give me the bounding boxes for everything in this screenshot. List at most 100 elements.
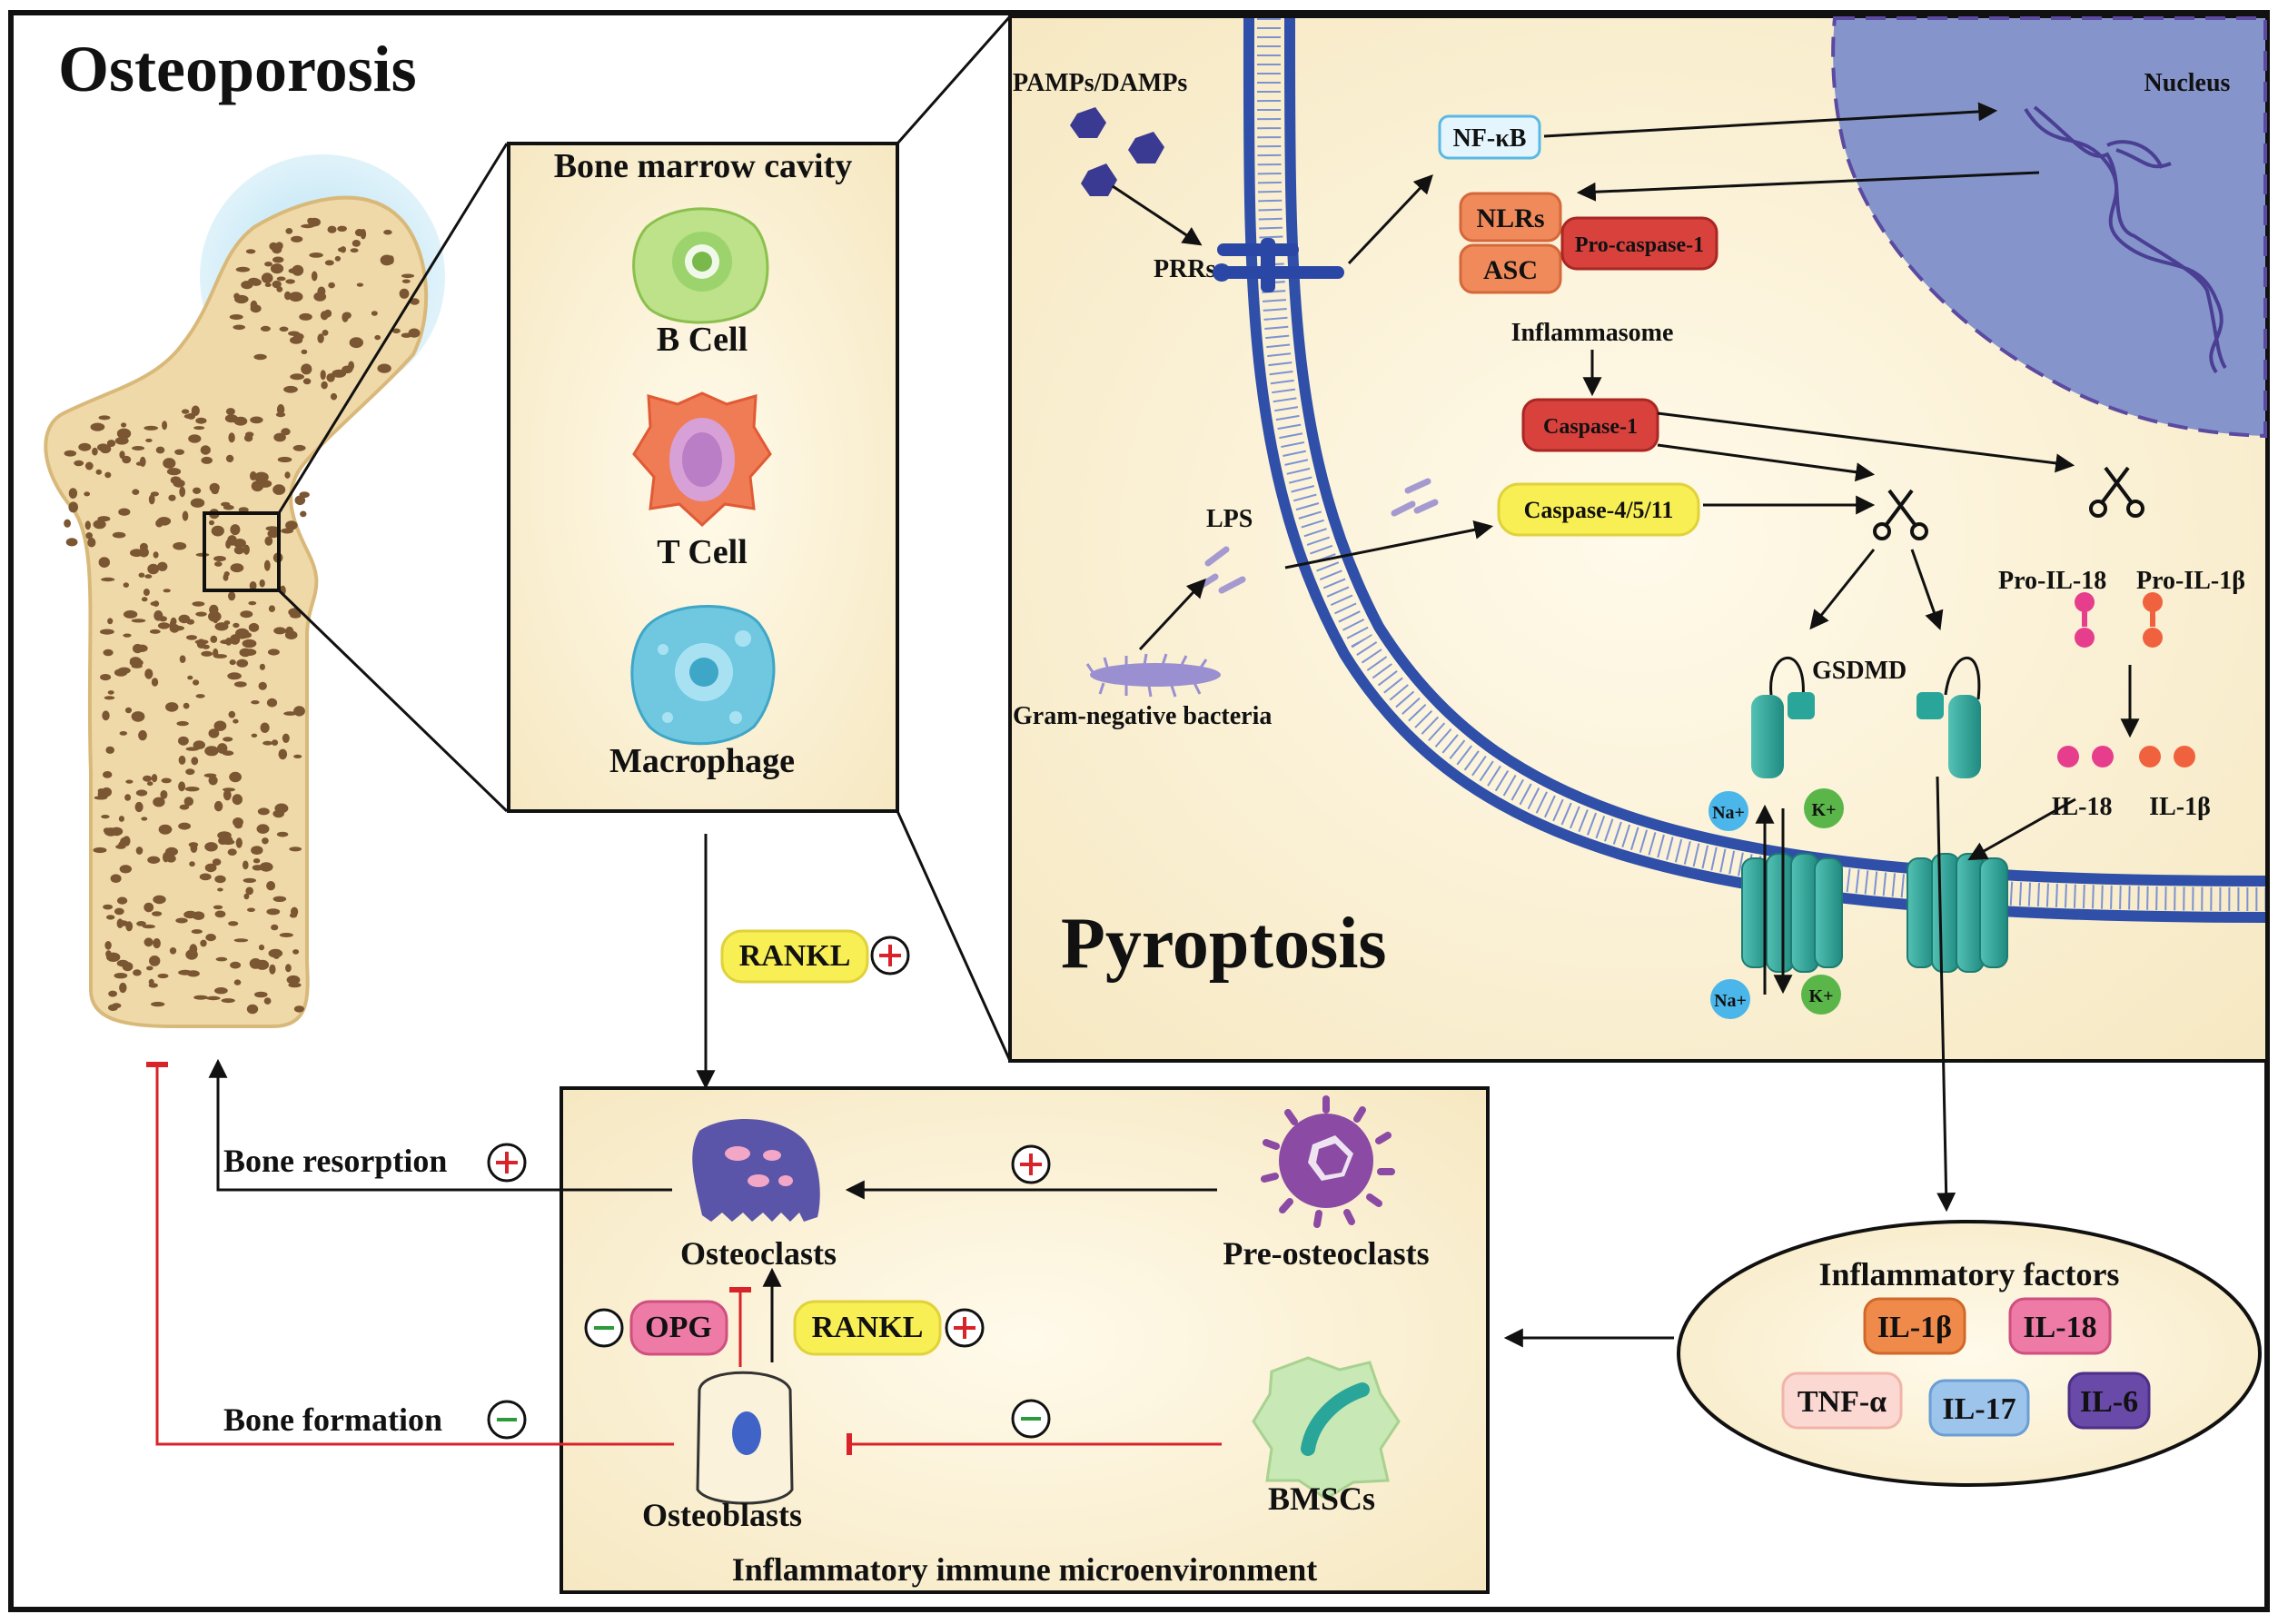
bone-trabecula-spot (188, 434, 202, 443)
bone-trabecula-spot (272, 256, 284, 263)
bone-trabecula-spot (225, 408, 235, 416)
bone-trabecula-spot (285, 626, 294, 638)
macrophage-label: Macrophage (609, 742, 795, 780)
bone-trabecula-spot (139, 456, 146, 467)
bone-trabecula-spot (238, 507, 249, 513)
b-cell-label: B Cell (657, 321, 748, 359)
bone-trabecula-spot (340, 246, 346, 253)
bone-trabecula-spot (138, 547, 149, 558)
bone-trabecula-spot (356, 282, 364, 287)
bone-trabecula-spot (264, 536, 273, 546)
bone-trabecula-spot (101, 577, 115, 582)
bone-trabecula-spot (233, 622, 240, 629)
bone-trabecula-spot (166, 468, 182, 476)
bone-trabecula-spot (93, 847, 107, 854)
k-ion-label-top: K+ (1812, 800, 1837, 820)
bone-trabecula-spot (101, 815, 110, 819)
t-cell-label: T Cell (657, 533, 748, 571)
bone-trabecula-spot (352, 240, 361, 247)
plus-icon-pre-osteoclast (1011, 1144, 1051, 1184)
bone-trabecula-spot (157, 561, 168, 571)
bone-trabecula-spot (178, 736, 189, 746)
bone-trabecula-spot (188, 842, 199, 847)
bone-trabecula-spot (284, 291, 292, 301)
bone-trabecula-spot (234, 822, 243, 829)
bone-trabecula-spot (163, 589, 171, 593)
bone-trabecula-spot (125, 779, 134, 784)
bone-trabecula-spot (410, 298, 420, 305)
pre-osteoclasts-label: Pre-osteoclasts (1223, 1235, 1429, 1272)
bone-trabecula-spot (64, 450, 77, 457)
bone-trabecula-spot (292, 444, 306, 451)
bone-trabecula-spot (284, 471, 291, 479)
bone-trabecula-spot (107, 618, 114, 625)
bone-trabecula-spot (250, 416, 263, 424)
bone-trabecula-spot (241, 281, 253, 290)
pro-il1b-label: Pro-IL-1β (2136, 567, 2245, 595)
bone-trabecula-spot (184, 787, 200, 792)
osteoblast-icon (696, 1371, 794, 1505)
opg-label: OPG (645, 1311, 712, 1344)
bone-trabecula-spot (292, 949, 300, 955)
bone-trabecula-spot (223, 789, 232, 801)
bone-trabecula-spot (103, 904, 114, 910)
bone-trabecula-spot (223, 620, 231, 625)
bone-trabecula-spot (189, 861, 195, 867)
gsdmd-pore-icon (1741, 853, 1843, 973)
bone-trabecula-spot (260, 325, 271, 332)
bone-trabecula-spot (208, 776, 218, 786)
bone-trabecula-spot (235, 628, 250, 639)
bmscs-label: BMSCs (1268, 1480, 1375, 1517)
bone-trabecula-spot (158, 824, 173, 835)
bone-trabecula-spot (263, 997, 272, 1005)
bone-trabecula-spot (100, 674, 112, 681)
bone-trabecula-spot (178, 781, 186, 792)
rankl-inner-label: RANKL (812, 1311, 924, 1344)
nfkb-label: NF-κB (1453, 124, 1527, 153)
bone-trabecula-spot (142, 924, 155, 929)
bone-trabecula-spot (146, 965, 154, 971)
bone-trabecula-spot (271, 739, 279, 746)
bone-marrow-panel: Bone marrow cavity B Cell T Cell Macroph… (507, 142, 899, 813)
bone-trabecula-spot (183, 797, 193, 807)
plus-icon-rankl-top (870, 936, 910, 975)
bone-trabecula-spot (223, 787, 235, 792)
na-ion-label-top: Na+ (1712, 803, 1745, 823)
bone-trabecula-spot (90, 422, 105, 431)
bone-trabecula-spot (270, 263, 284, 274)
bone-trabecula-spot (204, 842, 218, 852)
bone-trabecula-spot (371, 311, 378, 316)
bone-trabecula-spot (114, 907, 124, 916)
bone-trabecula-spot (225, 638, 233, 646)
bone-trabecula-spot (337, 225, 347, 232)
bone-trabecula-spot (143, 589, 150, 596)
bone-trabecula-spot (301, 363, 312, 375)
bone-trabecula-spot (278, 748, 288, 760)
il18-icon (2057, 746, 2114, 767)
bone-trabecula-spot (148, 983, 158, 988)
bone-trabecula-spot (230, 563, 244, 573)
bone-trabecula-spot (221, 998, 235, 1004)
bone-trabecula-spot (173, 479, 185, 488)
bone-trabecula-spot (267, 649, 280, 656)
bone-trabecula-spot (84, 461, 94, 470)
bone-trabecula-spot (144, 574, 153, 579)
bone-trabecula-spot (261, 272, 273, 283)
bone-trabecula-spot (269, 242, 278, 251)
bone-trabecula-spot (118, 508, 131, 516)
bone-trabecula-spot (236, 659, 249, 668)
bone-trabecula-spot (201, 456, 213, 464)
prrs-label: PRRs (1154, 255, 1216, 283)
bone-trabecula-spot (259, 862, 273, 872)
bone-trabecula-spot (227, 535, 237, 546)
bone-trabecula-spot (243, 860, 249, 870)
bone-trabecula-spot (64, 519, 71, 528)
bone-trabecula-spot (123, 582, 129, 588)
bone-trabecula-spot (183, 910, 198, 919)
bone-trabecula-spot (221, 839, 235, 846)
bone-trabecula-spot (124, 707, 133, 714)
bone-trabecula-spot (279, 933, 293, 937)
bone-trabecula-spot (114, 668, 128, 677)
bone-trabecula-spot (254, 991, 268, 998)
bone-trabecula-spot (285, 279, 295, 284)
